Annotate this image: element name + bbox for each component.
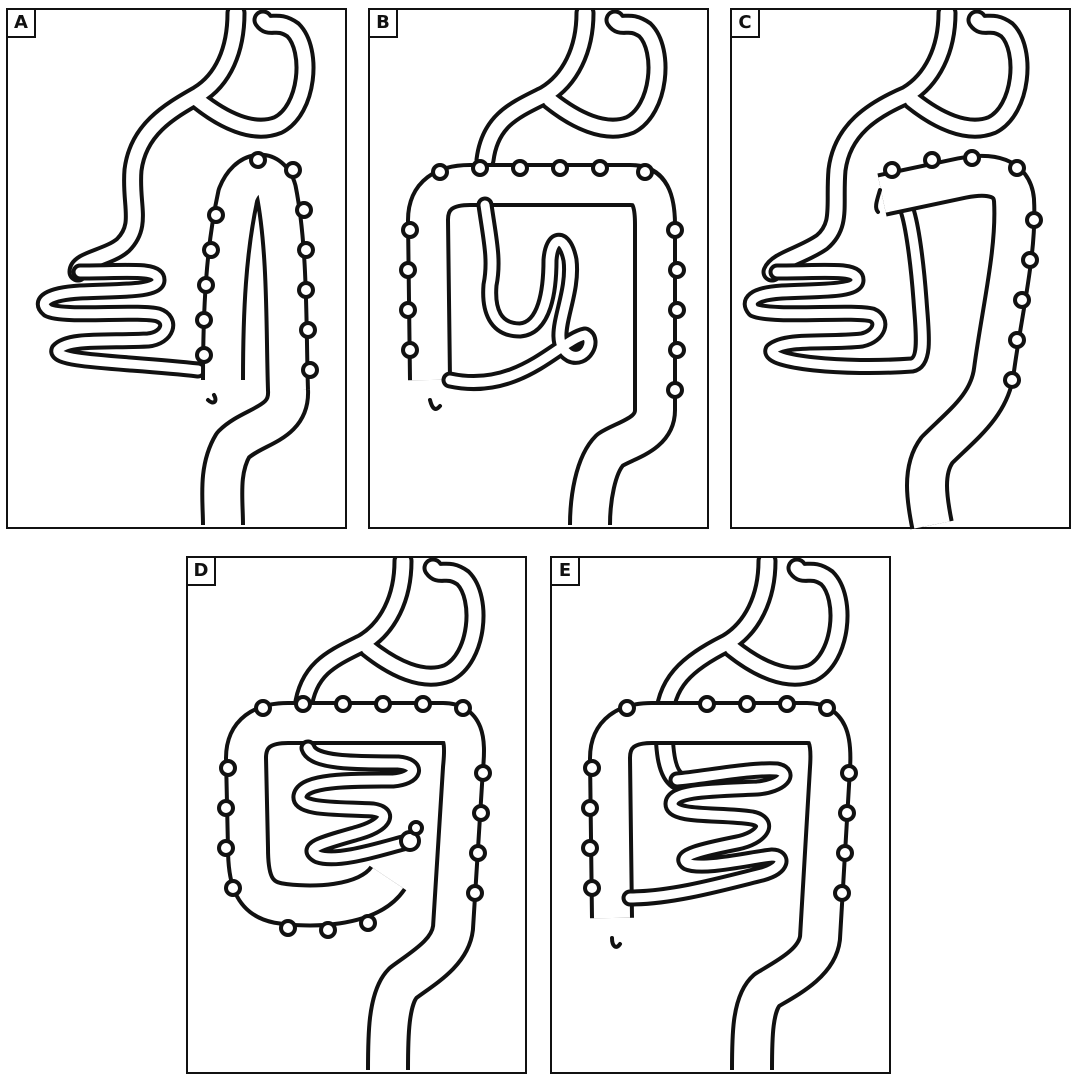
panel-d-diagram	[217, 558, 492, 1071]
panel-a: A	[6, 8, 347, 529]
panel-c-label: C	[730, 8, 760, 38]
panel-d: D	[186, 556, 527, 1074]
panel-a-diagram	[35, 10, 319, 526]
panel-b-label: B	[368, 8, 398, 38]
stomach	[474, 10, 596, 171]
panel-c-diagram	[742, 10, 1043, 530]
panel-e-diagram	[581, 558, 858, 1071]
panel-c: C	[730, 8, 1071, 530]
panel-d-label: D	[186, 556, 216, 586]
panel-b-diagram	[399, 10, 686, 526]
panel-e-label: E	[550, 556, 580, 586]
panel-e: E	[550, 556, 891, 1074]
panel-b: B	[368, 8, 709, 529]
stomach	[292, 558, 414, 719]
panel-a-label: A	[6, 8, 36, 38]
